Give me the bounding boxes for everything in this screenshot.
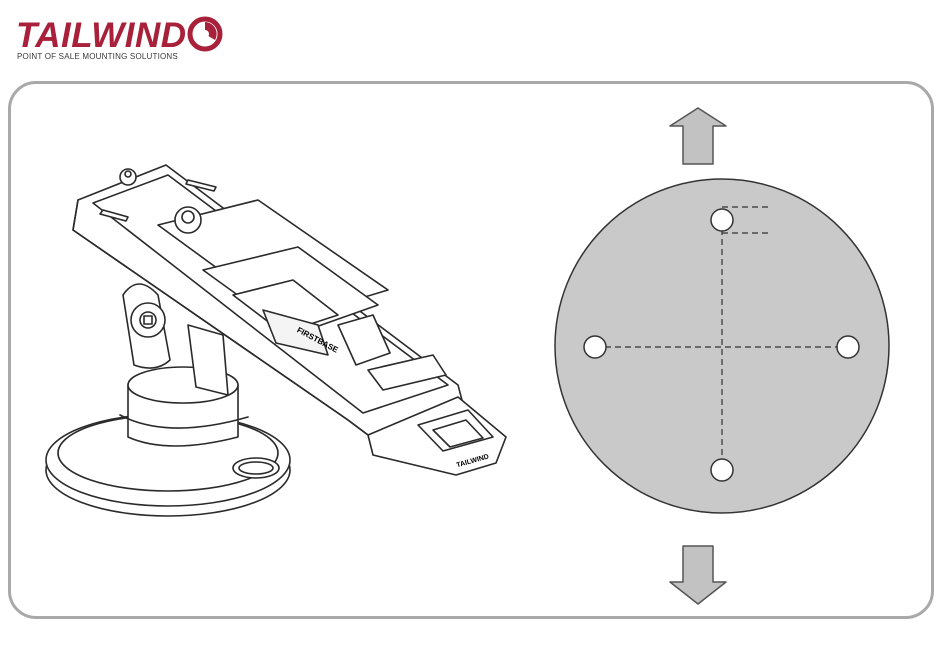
pos-stand-illustration: FIRSTBASE TAILWIND (38, 155, 518, 520)
brand-name: TAILWIND (16, 18, 187, 53)
arrow-down-icon (670, 546, 726, 604)
brand-tagline: POINT OF SALE MOUNTING SOLUTIONS (17, 52, 178, 61)
mounting-hole-template (548, 98, 898, 610)
brand-swirl-icon (185, 14, 225, 54)
mounting-hole-top (711, 209, 733, 231)
mounting-hole-left (584, 336, 606, 358)
arrow-up-icon (670, 108, 726, 164)
brand-header: TAILWIND POINT OF SALE MOUNTING SOLUTION… (14, 8, 274, 62)
mounting-hole-bottom (711, 459, 733, 481)
mounting-hole-right (837, 336, 859, 358)
